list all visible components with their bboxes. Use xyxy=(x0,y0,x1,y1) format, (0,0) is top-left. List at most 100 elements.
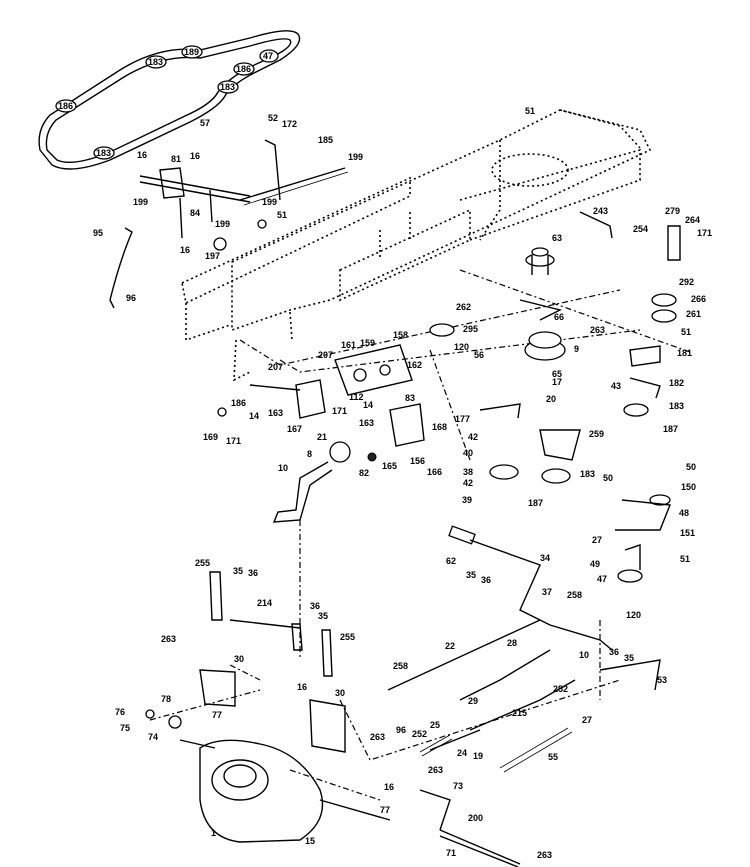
callout-35: 35 xyxy=(624,653,634,663)
callout-39: 39 xyxy=(462,495,472,505)
callout-159: 159 xyxy=(360,338,375,348)
callout-279: 279 xyxy=(665,206,680,216)
callout-42: 42 xyxy=(463,478,473,488)
callout-214: 214 xyxy=(257,598,272,608)
callout-9: 9 xyxy=(574,344,579,354)
callout-78: 78 xyxy=(161,694,171,704)
callout-199: 199 xyxy=(348,152,363,162)
callout-255: 255 xyxy=(340,632,355,642)
callout-96: 96 xyxy=(396,725,406,735)
callout-24: 24 xyxy=(457,748,467,758)
callout-262: 262 xyxy=(456,302,471,312)
callout-8: 8 xyxy=(307,449,312,459)
callout-83: 83 xyxy=(405,393,415,403)
callout-177: 177 xyxy=(455,414,470,424)
callout-266: 266 xyxy=(691,294,706,304)
callout-207: 207 xyxy=(318,350,333,360)
callout-156: 156 xyxy=(410,456,425,466)
callout-295: 295 xyxy=(463,324,478,334)
belt-pulley-label: 189 xyxy=(184,47,199,57)
callout-73: 73 xyxy=(453,781,463,791)
callout-120: 120 xyxy=(454,342,469,352)
callout-66: 66 xyxy=(554,312,564,322)
callout-81: 81 xyxy=(171,154,181,164)
callout-65: 65 xyxy=(552,369,562,379)
callout-20: 20 xyxy=(546,394,556,404)
callout-171: 171 xyxy=(697,228,712,238)
callout-95: 95 xyxy=(93,228,103,238)
callout-186: 186 xyxy=(231,398,246,408)
callout-166: 166 xyxy=(427,467,442,477)
callout-50: 50 xyxy=(603,473,613,483)
drive-belt: 186 183 183 189 47 186 183 xyxy=(38,30,301,170)
callout-55: 55 xyxy=(548,752,558,762)
callout-120: 120 xyxy=(626,610,641,620)
callout-112: 112 xyxy=(349,392,364,402)
callout-183: 183 xyxy=(669,401,684,411)
callout-36: 36 xyxy=(310,601,320,611)
callout-165: 165 xyxy=(382,461,397,471)
callout-84: 84 xyxy=(190,208,200,218)
callout-199: 199 xyxy=(133,197,148,207)
callout-167: 167 xyxy=(287,424,302,434)
callout-163: 163 xyxy=(268,408,283,418)
callout-264: 264 xyxy=(685,215,700,225)
callout-51: 51 xyxy=(525,106,535,116)
callout-82: 82 xyxy=(359,468,369,478)
center-assembly xyxy=(217,344,425,523)
transaxle xyxy=(145,669,521,867)
callout-16: 16 xyxy=(190,151,200,161)
callout-199: 199 xyxy=(262,197,277,207)
callout-168: 168 xyxy=(432,422,447,432)
callout-30: 30 xyxy=(335,688,345,698)
frame-outline xyxy=(181,109,652,382)
callout-25: 25 xyxy=(430,720,440,730)
callout-35: 35 xyxy=(233,566,243,576)
callout-27: 27 xyxy=(582,715,592,725)
callout-30: 30 xyxy=(234,654,244,664)
callout-258: 258 xyxy=(393,661,408,671)
callout-252: 252 xyxy=(412,729,427,739)
callout-40: 40 xyxy=(463,448,473,458)
callout-199: 199 xyxy=(215,219,230,229)
callout-187: 187 xyxy=(663,424,678,434)
callout-183: 183 xyxy=(580,469,595,479)
callout-169: 169 xyxy=(203,432,218,442)
callout-48: 48 xyxy=(679,508,689,518)
callout-263: 263 xyxy=(590,325,605,335)
callout-51: 51 xyxy=(681,327,691,337)
callout-182: 182 xyxy=(669,378,684,388)
callout-10: 10 xyxy=(579,650,589,660)
callout-158: 158 xyxy=(393,330,408,340)
callout-263: 263 xyxy=(370,732,385,742)
callout-34: 34 xyxy=(540,553,550,563)
belt-pulley-label: 186 xyxy=(58,101,73,111)
callout-261: 261 xyxy=(686,309,701,319)
callout-37: 37 xyxy=(542,587,552,597)
belt-pulley-label: 183 xyxy=(96,148,111,158)
belt-pulley-label: 183 xyxy=(220,82,235,92)
callout-56: 56 xyxy=(474,350,484,360)
callout-21: 21 xyxy=(317,432,327,442)
callout-96: 96 xyxy=(126,293,136,303)
callout-243: 243 xyxy=(593,206,608,216)
callout-74: 74 xyxy=(148,732,158,742)
callout-162: 162 xyxy=(407,360,422,370)
callout-22: 22 xyxy=(445,641,455,651)
belt-pulley-label: 47 xyxy=(263,51,273,61)
callout-63: 63 xyxy=(552,233,562,243)
callout-163: 163 xyxy=(359,418,374,428)
callout-47: 47 xyxy=(597,574,607,584)
callout-42: 42 xyxy=(468,432,478,442)
callout-35: 35 xyxy=(318,611,328,621)
callout-172: 172 xyxy=(282,119,297,129)
callout-263: 263 xyxy=(537,850,552,860)
callout-27: 27 xyxy=(592,535,602,545)
callout-16: 16 xyxy=(384,782,394,792)
callout-1: 1 xyxy=(211,828,216,838)
belt-pulley-labels: 186 183 183 189 47 186 183 xyxy=(55,45,279,160)
callout-292: 292 xyxy=(679,277,694,287)
callout-187: 187 xyxy=(528,498,543,508)
callout-263: 263 xyxy=(161,634,176,644)
